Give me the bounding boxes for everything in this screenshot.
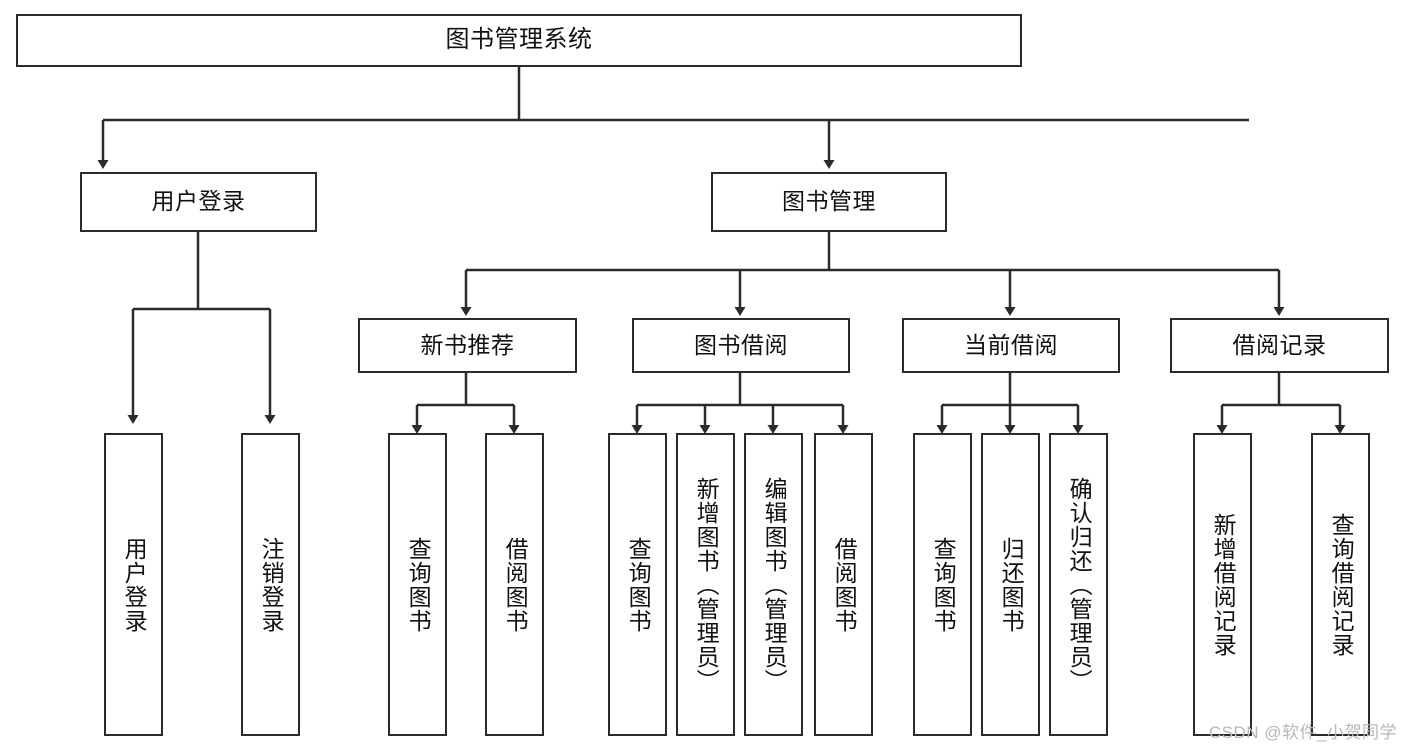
- watermark: CSDN @软件_小贺同学: [1208, 723, 1397, 742]
- leaf-new-book-query[interactable]: 查询图书: [388, 433, 447, 736]
- leaf-current-borrow-query[interactable]: 查询图书: [913, 433, 972, 736]
- leaf-book-borrow-borrow[interactable]: 借阅图书: [814, 433, 873, 736]
- leaf-book-borrow-edit[interactable]: 编辑图书（管理员）: [744, 433, 803, 736]
- node-borrow-record-label: 借阅记录: [1232, 331, 1327, 358]
- leaf-label: 查询图书: [930, 536, 957, 633]
- leaf-label: 确认归还（管理员）: [1066, 476, 1093, 693]
- leaf-new-book-borrow[interactable]: 借阅图书: [485, 433, 544, 736]
- leaf-book-borrow-query[interactable]: 查询图书: [608, 433, 667, 736]
- node-new-book-recommend-label: 新书推荐: [420, 331, 515, 358]
- leaf-current-borrow-confirm[interactable]: 确认归还（管理员）: [1049, 433, 1108, 736]
- node-book-borrow[interactable]: 图书借阅: [632, 318, 850, 373]
- leaf-label: 新增图书（管理员）: [693, 476, 720, 693]
- leaf-label: 查询借阅记录: [1328, 512, 1355, 657]
- node-root-label: 图书管理系统: [445, 26, 593, 54]
- node-book-borrow-label: 图书借阅: [694, 331, 788, 358]
- leaf-borrow-record-add[interactable]: 新增借阅记录: [1193, 433, 1252, 736]
- node-root[interactable]: 图书管理系统: [16, 14, 1022, 67]
- leaf-user-login-logout[interactable]: 注销登录: [241, 433, 300, 736]
- leaf-label: 借阅图书: [502, 536, 529, 633]
- leaf-label: 归还图书: [998, 536, 1025, 633]
- node-user-login[interactable]: 用户登录: [80, 172, 317, 232]
- leaf-label: 查询图书: [625, 536, 652, 633]
- leaf-label: 借阅图书: [831, 536, 858, 633]
- node-borrow-record[interactable]: 借阅记录: [1170, 318, 1389, 373]
- leaf-label: 用户登录: [121, 536, 148, 633]
- leaf-label: 编辑图书（管理员）: [761, 476, 788, 693]
- leaf-user-login-login[interactable]: 用户登录: [104, 433, 163, 736]
- node-current-borrow-label: 当前借阅: [964, 331, 1058, 358]
- node-new-book-recommend[interactable]: 新书推荐: [358, 318, 577, 373]
- leaf-label: 查询图书: [405, 536, 432, 633]
- leaf-book-borrow-add[interactable]: 新增图书（管理员）: [676, 433, 735, 736]
- leaf-current-borrow-return[interactable]: 归还图书: [981, 433, 1040, 736]
- node-book-management[interactable]: 图书管理: [711, 172, 947, 232]
- leaf-label: 注销登录: [258, 536, 285, 633]
- node-book-management-label: 图书管理: [782, 188, 876, 215]
- node-user-login-label: 用户登录: [151, 188, 246, 215]
- leaf-label: 新增借阅记录: [1210, 512, 1237, 657]
- leaf-borrow-record-query[interactable]: 查询借阅记录: [1311, 433, 1370, 736]
- node-current-borrow[interactable]: 当前借阅: [902, 318, 1120, 373]
